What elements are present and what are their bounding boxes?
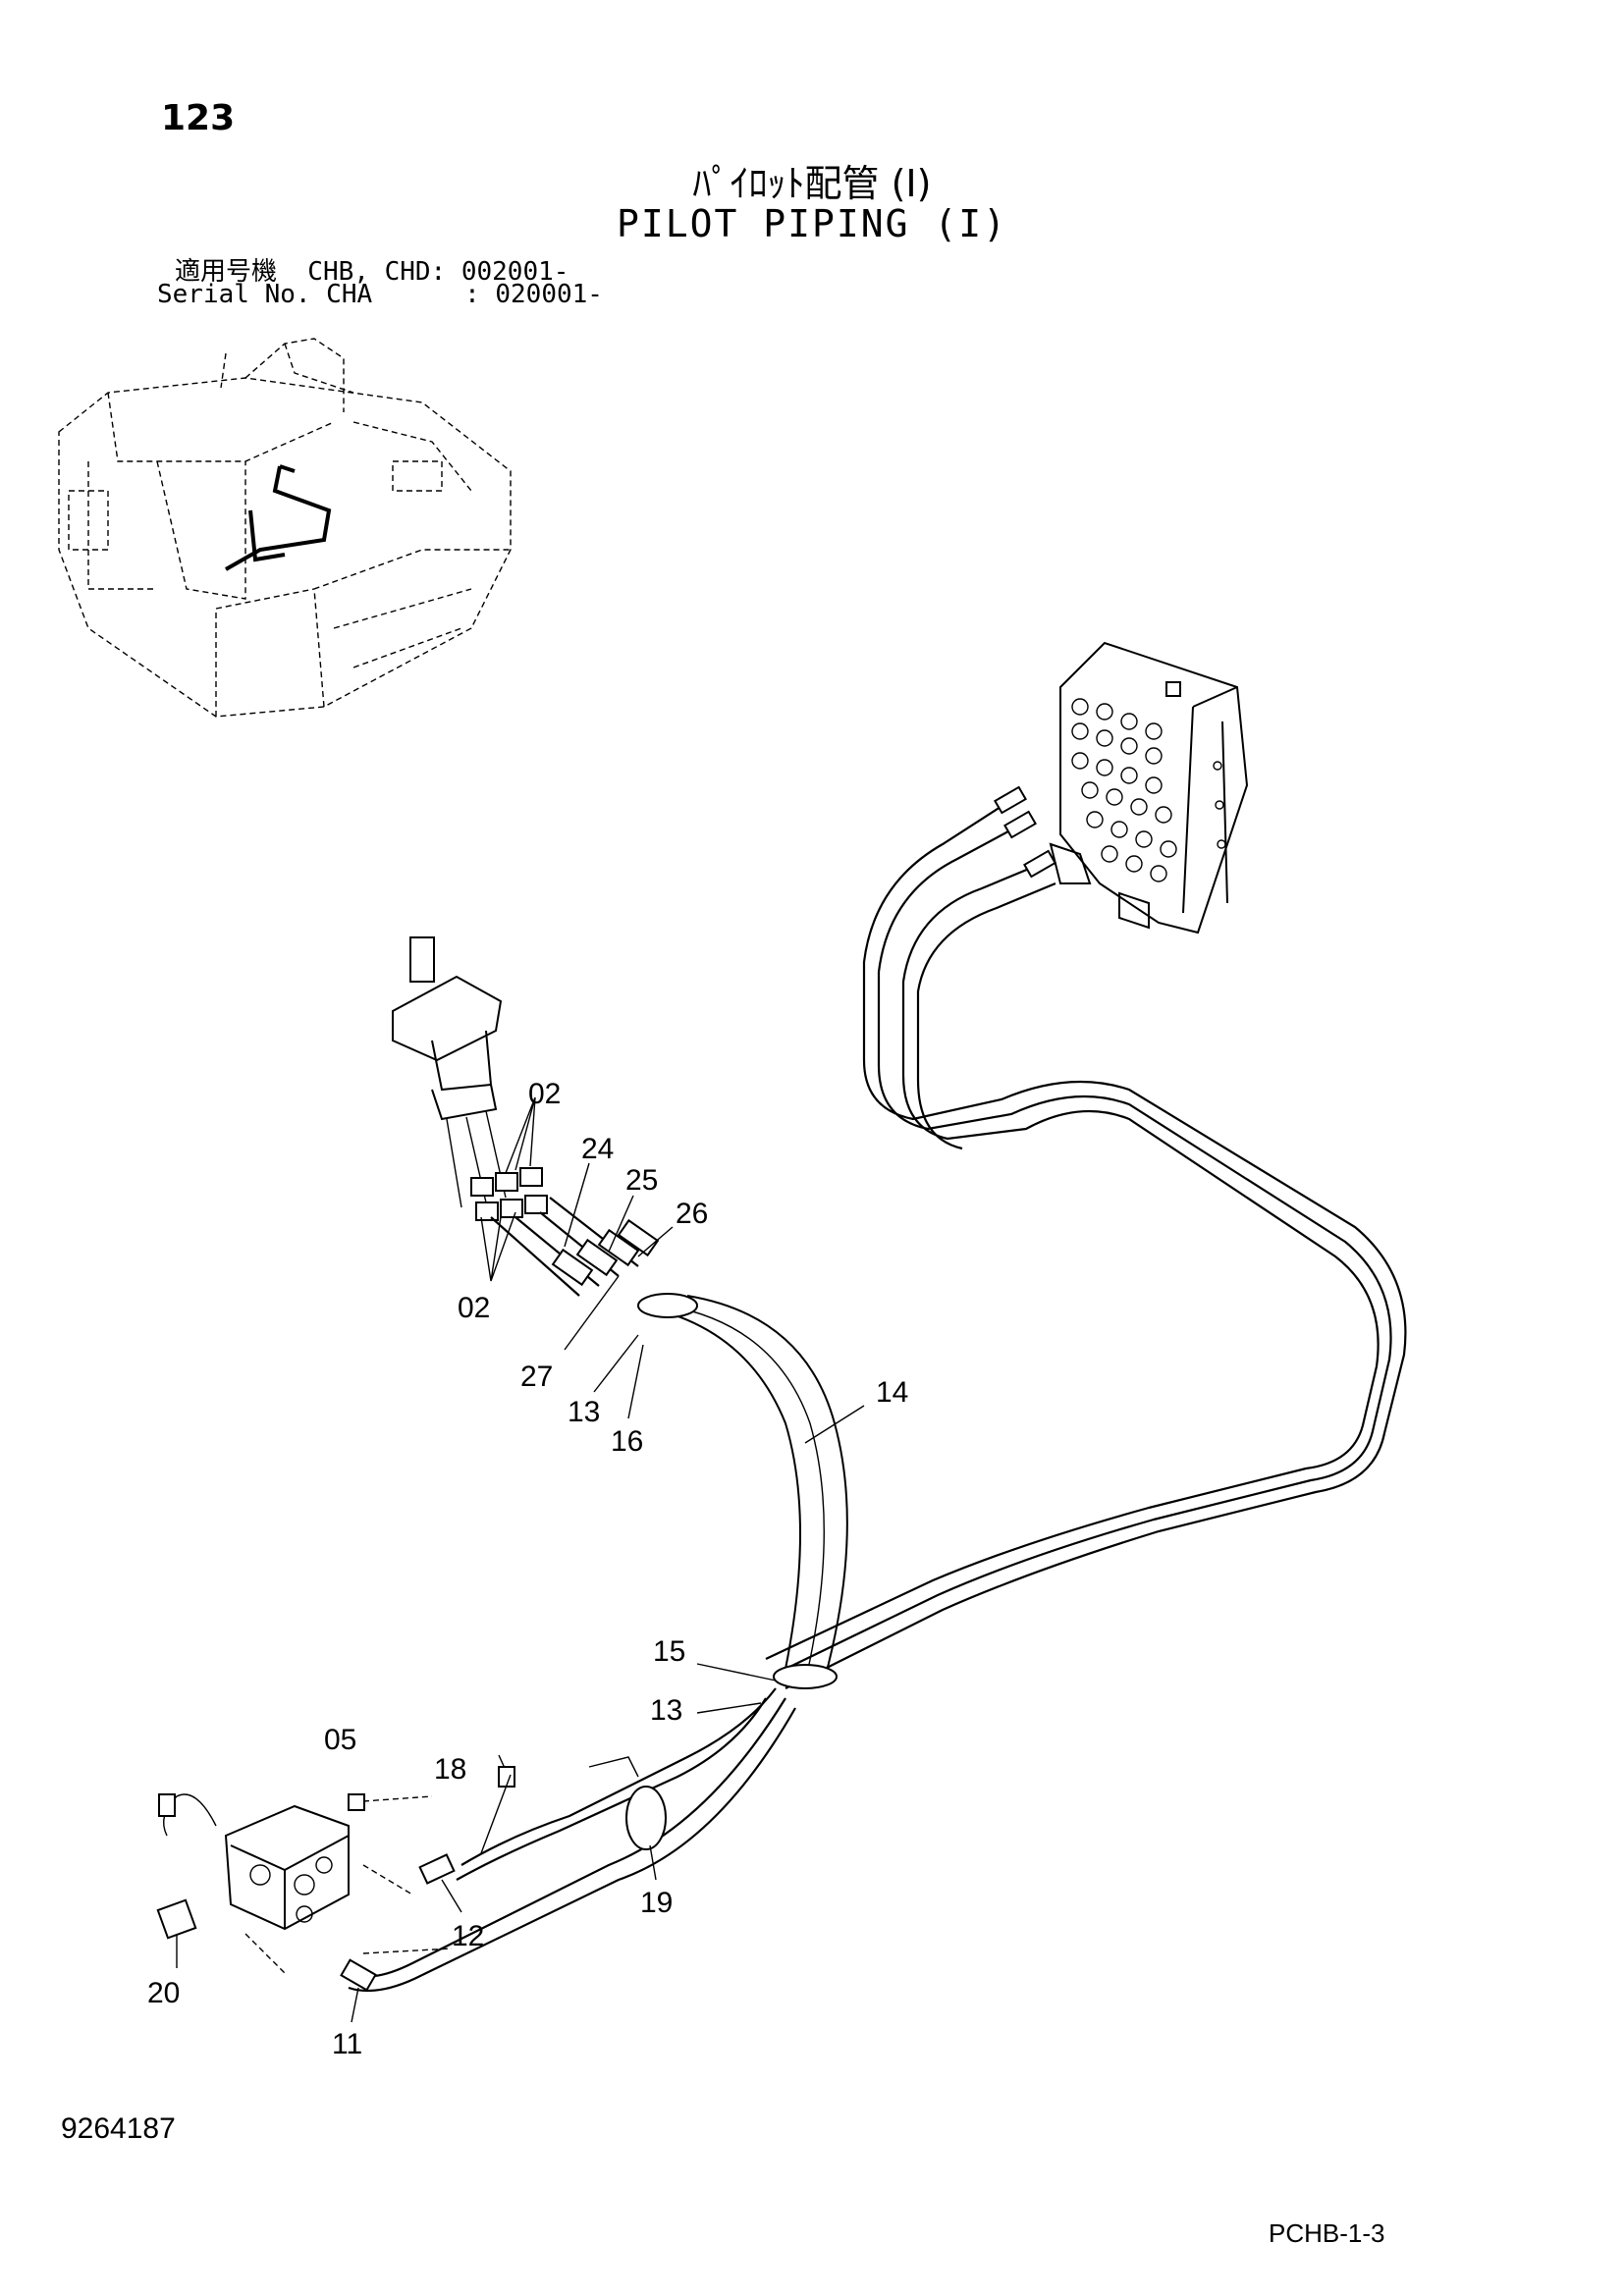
callout-16: 16 (611, 1425, 643, 1458)
control-valve-assembly (1049, 641, 1249, 934)
callout-14: 14 (876, 1376, 908, 1409)
callout-12: 12 (452, 1920, 484, 1952)
callout-02-upper: 02 (528, 1078, 561, 1110)
callout-13-upper: 13 (568, 1396, 600, 1428)
valve-fittings (1071, 698, 1226, 882)
callout-13-lower: 13 (650, 1694, 682, 1727)
serial-line-1: 適用号機 CHB, CHD: 002001- (175, 257, 569, 287)
protective-sleeve (637, 1293, 848, 1689)
callout-20: 20 (147, 1977, 180, 2009)
callout-24: 24 (581, 1133, 614, 1165)
sheet-code: PCHB-1-3 (1269, 2218, 1385, 2248)
title-japanese: ﾊﾟｲﾛｯﾄ配管 (I) (692, 162, 932, 205)
page-number: 123 (161, 98, 236, 138)
callout-11: 11 (332, 2028, 362, 2060)
callout-05: 05 (324, 1724, 356, 1756)
callout-02-lower: 02 (458, 1292, 490, 1324)
pilot-hose-bundle (765, 785, 1407, 1689)
title-english: PILOT PIPING (I) (616, 202, 1008, 245)
lower-hose-assembly (156, 1687, 796, 1993)
callout-25: 25 (625, 1164, 658, 1197)
callout-leaders (176, 1096, 865, 2023)
machine-overview-sketch (58, 338, 512, 718)
serial-line-2: Serial No. CHA : 020001- (157, 280, 603, 309)
document-number: 9264187 (61, 2112, 176, 2145)
callout-19: 19 (640, 1887, 673, 1919)
callout-27: 27 (520, 1361, 553, 1393)
callout-15: 15 (653, 1635, 685, 1668)
callout-numbers: 02 24 25 26 02 27 13 16 14 15 13 05 18 1… (147, 1078, 908, 2060)
callout-26: 26 (676, 1198, 708, 1230)
callout-18: 18 (434, 1753, 466, 1786)
pilot-valve-lever (392, 936, 660, 1297)
